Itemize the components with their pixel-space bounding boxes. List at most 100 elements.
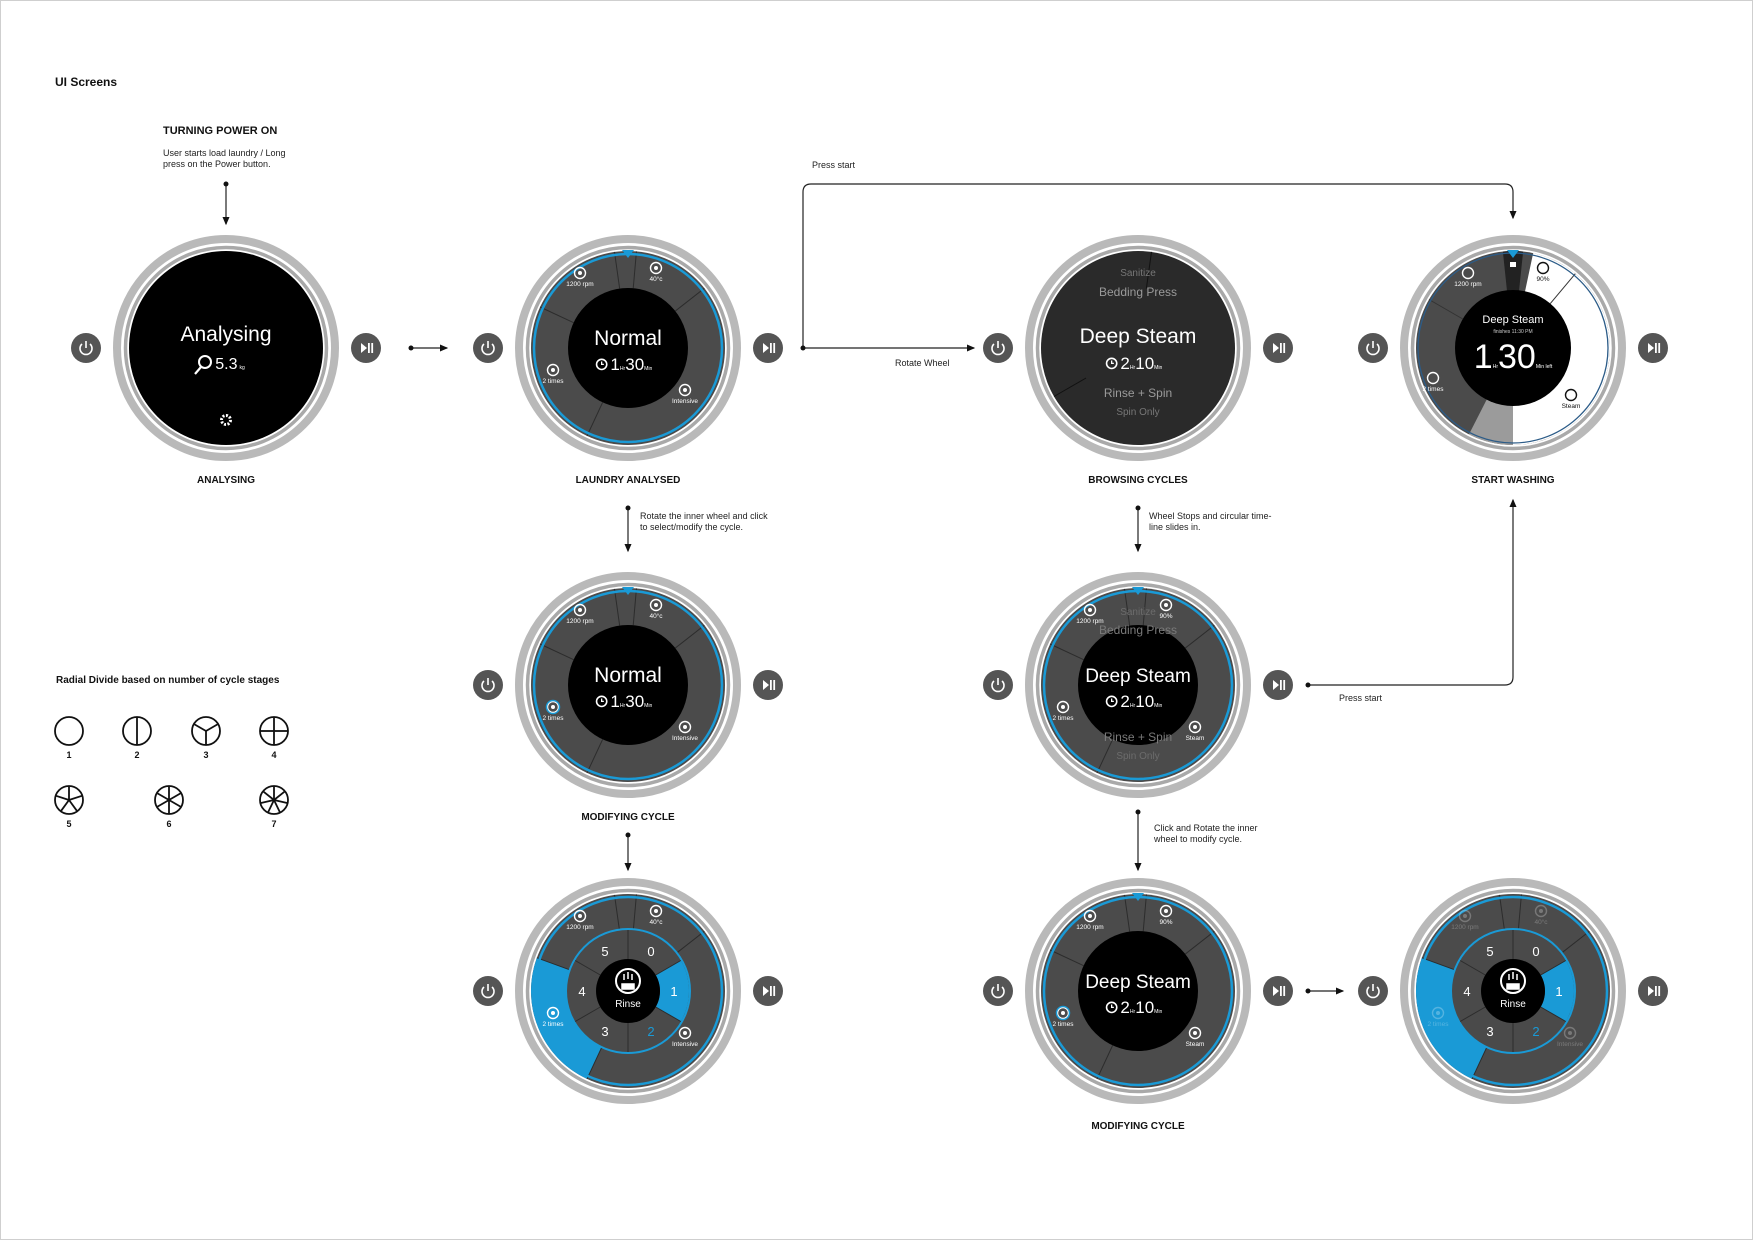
option-mode[interactable]: Intensive (672, 1026, 698, 1049)
rinse-count-option[interactable]: 1 (670, 984, 677, 999)
option-temp[interactable]: 40°c (649, 598, 663, 621)
option-spin[interactable]: 1200 rpm (1076, 603, 1104, 626)
pointer-icon (622, 250, 634, 258)
option-label: Steam (1186, 1041, 1205, 1048)
play-pause-button[interactable] (1263, 976, 1293, 1006)
rinse-count-option[interactable]: 4 (1463, 984, 1470, 999)
annotation-rotate-inner: Rotate the inner wheel and click to sele… (640, 511, 768, 533)
power-icon (79, 341, 93, 356)
option-rinse[interactable]: 2 times (543, 1006, 565, 1029)
option-rinse[interactable]: 2 times (1053, 1006, 1075, 1029)
option-mode[interactable]: Intensive (672, 720, 698, 743)
play-pause-icon (1273, 986, 1286, 996)
rinse-count-option[interactable]: 0 (647, 944, 654, 959)
cycle-name: Deep Steam (1080, 325, 1197, 348)
rinse-count: 1 (670, 984, 677, 999)
radial-divide-label: 3 (203, 750, 209, 760)
power-button[interactable] (1358, 976, 1388, 1006)
option-temp[interactable]: 40°c (1534, 904, 1548, 927)
intro-text-line: User starts load laundry / Long (163, 148, 286, 158)
option-spin[interactable]: 1200 rpm (566, 603, 594, 626)
option-label: 1200 rpm (1076, 618, 1103, 625)
radial-divide-label: 5 (66, 819, 72, 829)
option-mode[interactable]: Steam (1186, 1026, 1205, 1049)
option-spin[interactable]: 1200 rpm (566, 909, 594, 932)
option-temp[interactable]: 90% (1159, 598, 1173, 621)
power-button[interactable] (983, 333, 1013, 363)
play-pause-button[interactable] (753, 670, 783, 700)
option-label: Steam (1562, 403, 1581, 410)
option-mode[interactable]: Intensive (672, 383, 698, 406)
option-label: 90% (1159, 613, 1172, 620)
option-spin[interactable]: 1200 rpm (566, 266, 594, 289)
option-temp-icon (1536, 261, 1550, 275)
rinse-count-option[interactable]: 2 (1532, 1024, 1539, 1039)
option-label: 1200 rpm (566, 281, 593, 288)
option-temp[interactable]: 90% (1159, 904, 1173, 927)
power-button[interactable] (473, 976, 503, 1006)
temperature-icon (1534, 904, 1548, 918)
play-pause-button[interactable] (1263, 333, 1293, 363)
option-rinse[interactable]: 2 times (543, 363, 565, 386)
play-pause-button[interactable] (1638, 333, 1668, 363)
rinse-count-option[interactable]: 4 (578, 984, 585, 999)
rinse-label: Rinse (615, 999, 641, 1010)
option-temp[interactable]: 40°c (649, 904, 663, 927)
option-spin[interactable]: 1200 rpm (1076, 909, 1104, 932)
power-icon (1366, 341, 1380, 356)
rinse-count-option[interactable]: 3 (601, 1024, 608, 1039)
play-pause-button[interactable] (1263, 670, 1293, 700)
clock-icon (595, 358, 608, 371)
rinse-count-option[interactable]: 1 (1555, 984, 1562, 999)
power-button[interactable] (983, 976, 1013, 1006)
rinse-count: 5 (1486, 944, 1493, 959)
power-button[interactable] (473, 333, 503, 363)
pointer-icon (1132, 893, 1144, 901)
radial-heading: Radial Divide based on number of cycle s… (56, 675, 280, 686)
power-button[interactable] (1358, 333, 1388, 363)
rinse-icon (615, 968, 641, 994)
arrow-press-start-top (802, 183, 1517, 348)
cycle-name: Normal (594, 327, 662, 350)
settings-gear-icon[interactable] (220, 414, 232, 426)
option-rinse[interactable]: 2 times (1053, 700, 1075, 723)
pointer-icon (1132, 587, 1144, 595)
play-pause-button[interactable] (753, 976, 783, 1006)
rinse-count: 2 (647, 1024, 654, 1039)
option-rinse[interactable]: 2 times (1428, 1006, 1450, 1029)
mode-icon (1188, 1026, 1202, 1040)
power-button[interactable] (71, 333, 101, 363)
rinse-label: Rinse (1500, 999, 1526, 1010)
power-button[interactable] (983, 670, 1013, 700)
play-pause-button[interactable] (351, 333, 381, 363)
rinse-count-option[interactable]: 0 (1532, 944, 1539, 959)
play-pause-button[interactable] (753, 333, 783, 363)
option-spin[interactable]: 1200 rpm (1451, 909, 1479, 932)
option-label: 2 times (1423, 386, 1445, 393)
option-temp[interactable]: 40°c (649, 261, 663, 284)
rinse-count-option[interactable]: 2 (647, 1024, 654, 1039)
rinse-count-option[interactable]: 5 (1486, 944, 1493, 959)
option-rinse[interactable]: 2 times (543, 700, 565, 723)
play-pause-button[interactable] (1638, 976, 1668, 1006)
rinse-count-option[interactable]: 3 (1486, 1024, 1493, 1039)
option-mode[interactable]: Intensive (1557, 1026, 1583, 1049)
time-left: 1Hr30Min left (1474, 338, 1553, 376)
rinse-count-option[interactable]: 5 (601, 944, 608, 959)
annotation-press-start: Press start (1339, 693, 1383, 703)
selected-rinse-segment (531, 957, 602, 1079)
option-mode[interactable]: Steam (1186, 720, 1205, 743)
cycle-name: Normal (594, 664, 662, 687)
power-button[interactable] (473, 670, 503, 700)
